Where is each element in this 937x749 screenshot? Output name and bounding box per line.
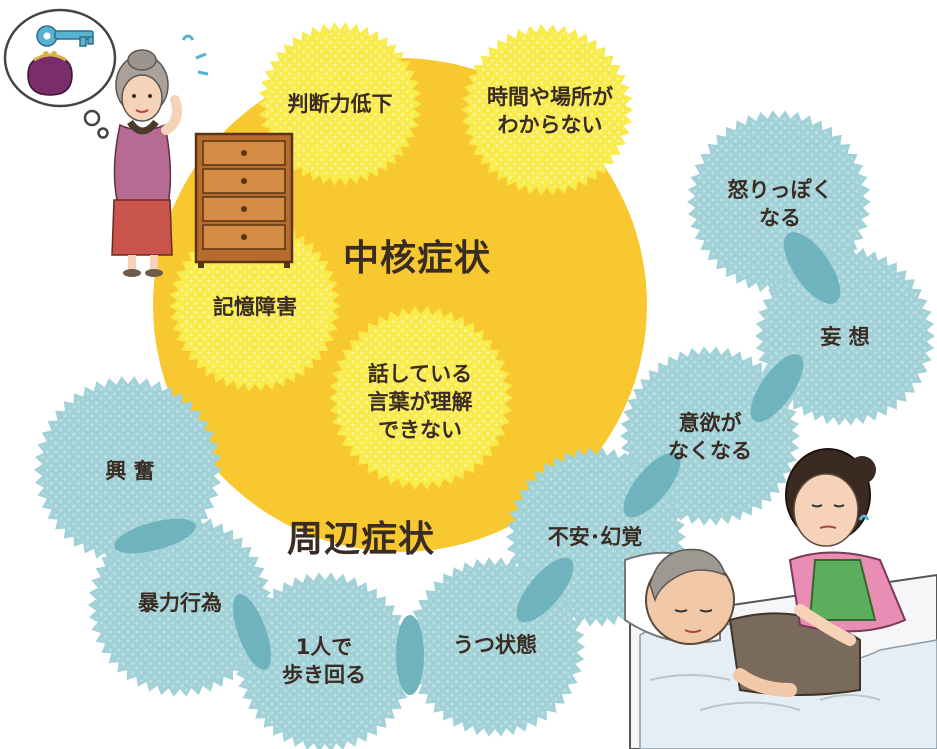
peripheral-blob-delusion-texture (760, 251, 930, 421)
blob-overlap-2 (750, 353, 804, 423)
core-item-judgment: 判断力低下 (287, 92, 393, 117)
chest-of-drawers-icon (194, 132, 294, 268)
peripheral-blob-excitement-texture (39, 381, 217, 559)
blob-overlap-6 (233, 594, 271, 670)
peripheral-blob-violence-texture (93, 518, 267, 692)
blob-overlap-3 (623, 452, 681, 518)
peripheral-blob-wandering-texture (240, 577, 410, 747)
core-item-memory: 記憶障害 (213, 295, 297, 320)
elderly-woman-forgetting-keys-and-purse-icon (3, 8, 209, 277)
blob-overlap-4 (516, 557, 574, 623)
peripheral-blob-irritable-texture (692, 115, 866, 289)
key-icon (36, 25, 94, 47)
peripheral-symptom-blobs (34, 110, 935, 749)
peripheral-item-delusion: 妄 想 (820, 325, 870, 350)
peripheral-item-anxiety: 不安･幻覚 (547, 525, 643, 550)
peripheral-item-violence: 暴力行為 (138, 591, 222, 616)
purse-icon (27, 51, 73, 96)
peripheral-item-wandering: 1人で 歩き回る (282, 635, 366, 687)
peripheral-item-apathy: 意欲が なくなる (668, 411, 752, 463)
core-item-language: 話している 言葉が理解 できない (367, 362, 473, 442)
core-symptoms-title: 中核症状 (343, 238, 492, 279)
peripheral-symptoms-title: 周辺症状 (287, 519, 436, 560)
peripheral-item-irritable: 怒りっぽく なる (727, 178, 833, 230)
core-symptom-blobs (169, 22, 633, 490)
core-blob-memory-texture (174, 225, 336, 387)
core-item-orientation: 時間や場所が わからない (487, 85, 613, 137)
core-blob-language-texture (334, 311, 508, 485)
blob-overlap-7 (114, 518, 196, 554)
core-blob-orientation-texture (466, 29, 628, 191)
caregiver-with-elderly-man-in-bed-icon (624, 448, 937, 749)
core-blob-judgment-texture (263, 27, 417, 181)
blob-overlap-5 (396, 615, 424, 695)
blob-overlap-1 (783, 232, 841, 304)
peripheral-item-depression: うつ状態 (453, 633, 537, 658)
peripheral-item-excitement: 興 奮 (105, 459, 155, 484)
